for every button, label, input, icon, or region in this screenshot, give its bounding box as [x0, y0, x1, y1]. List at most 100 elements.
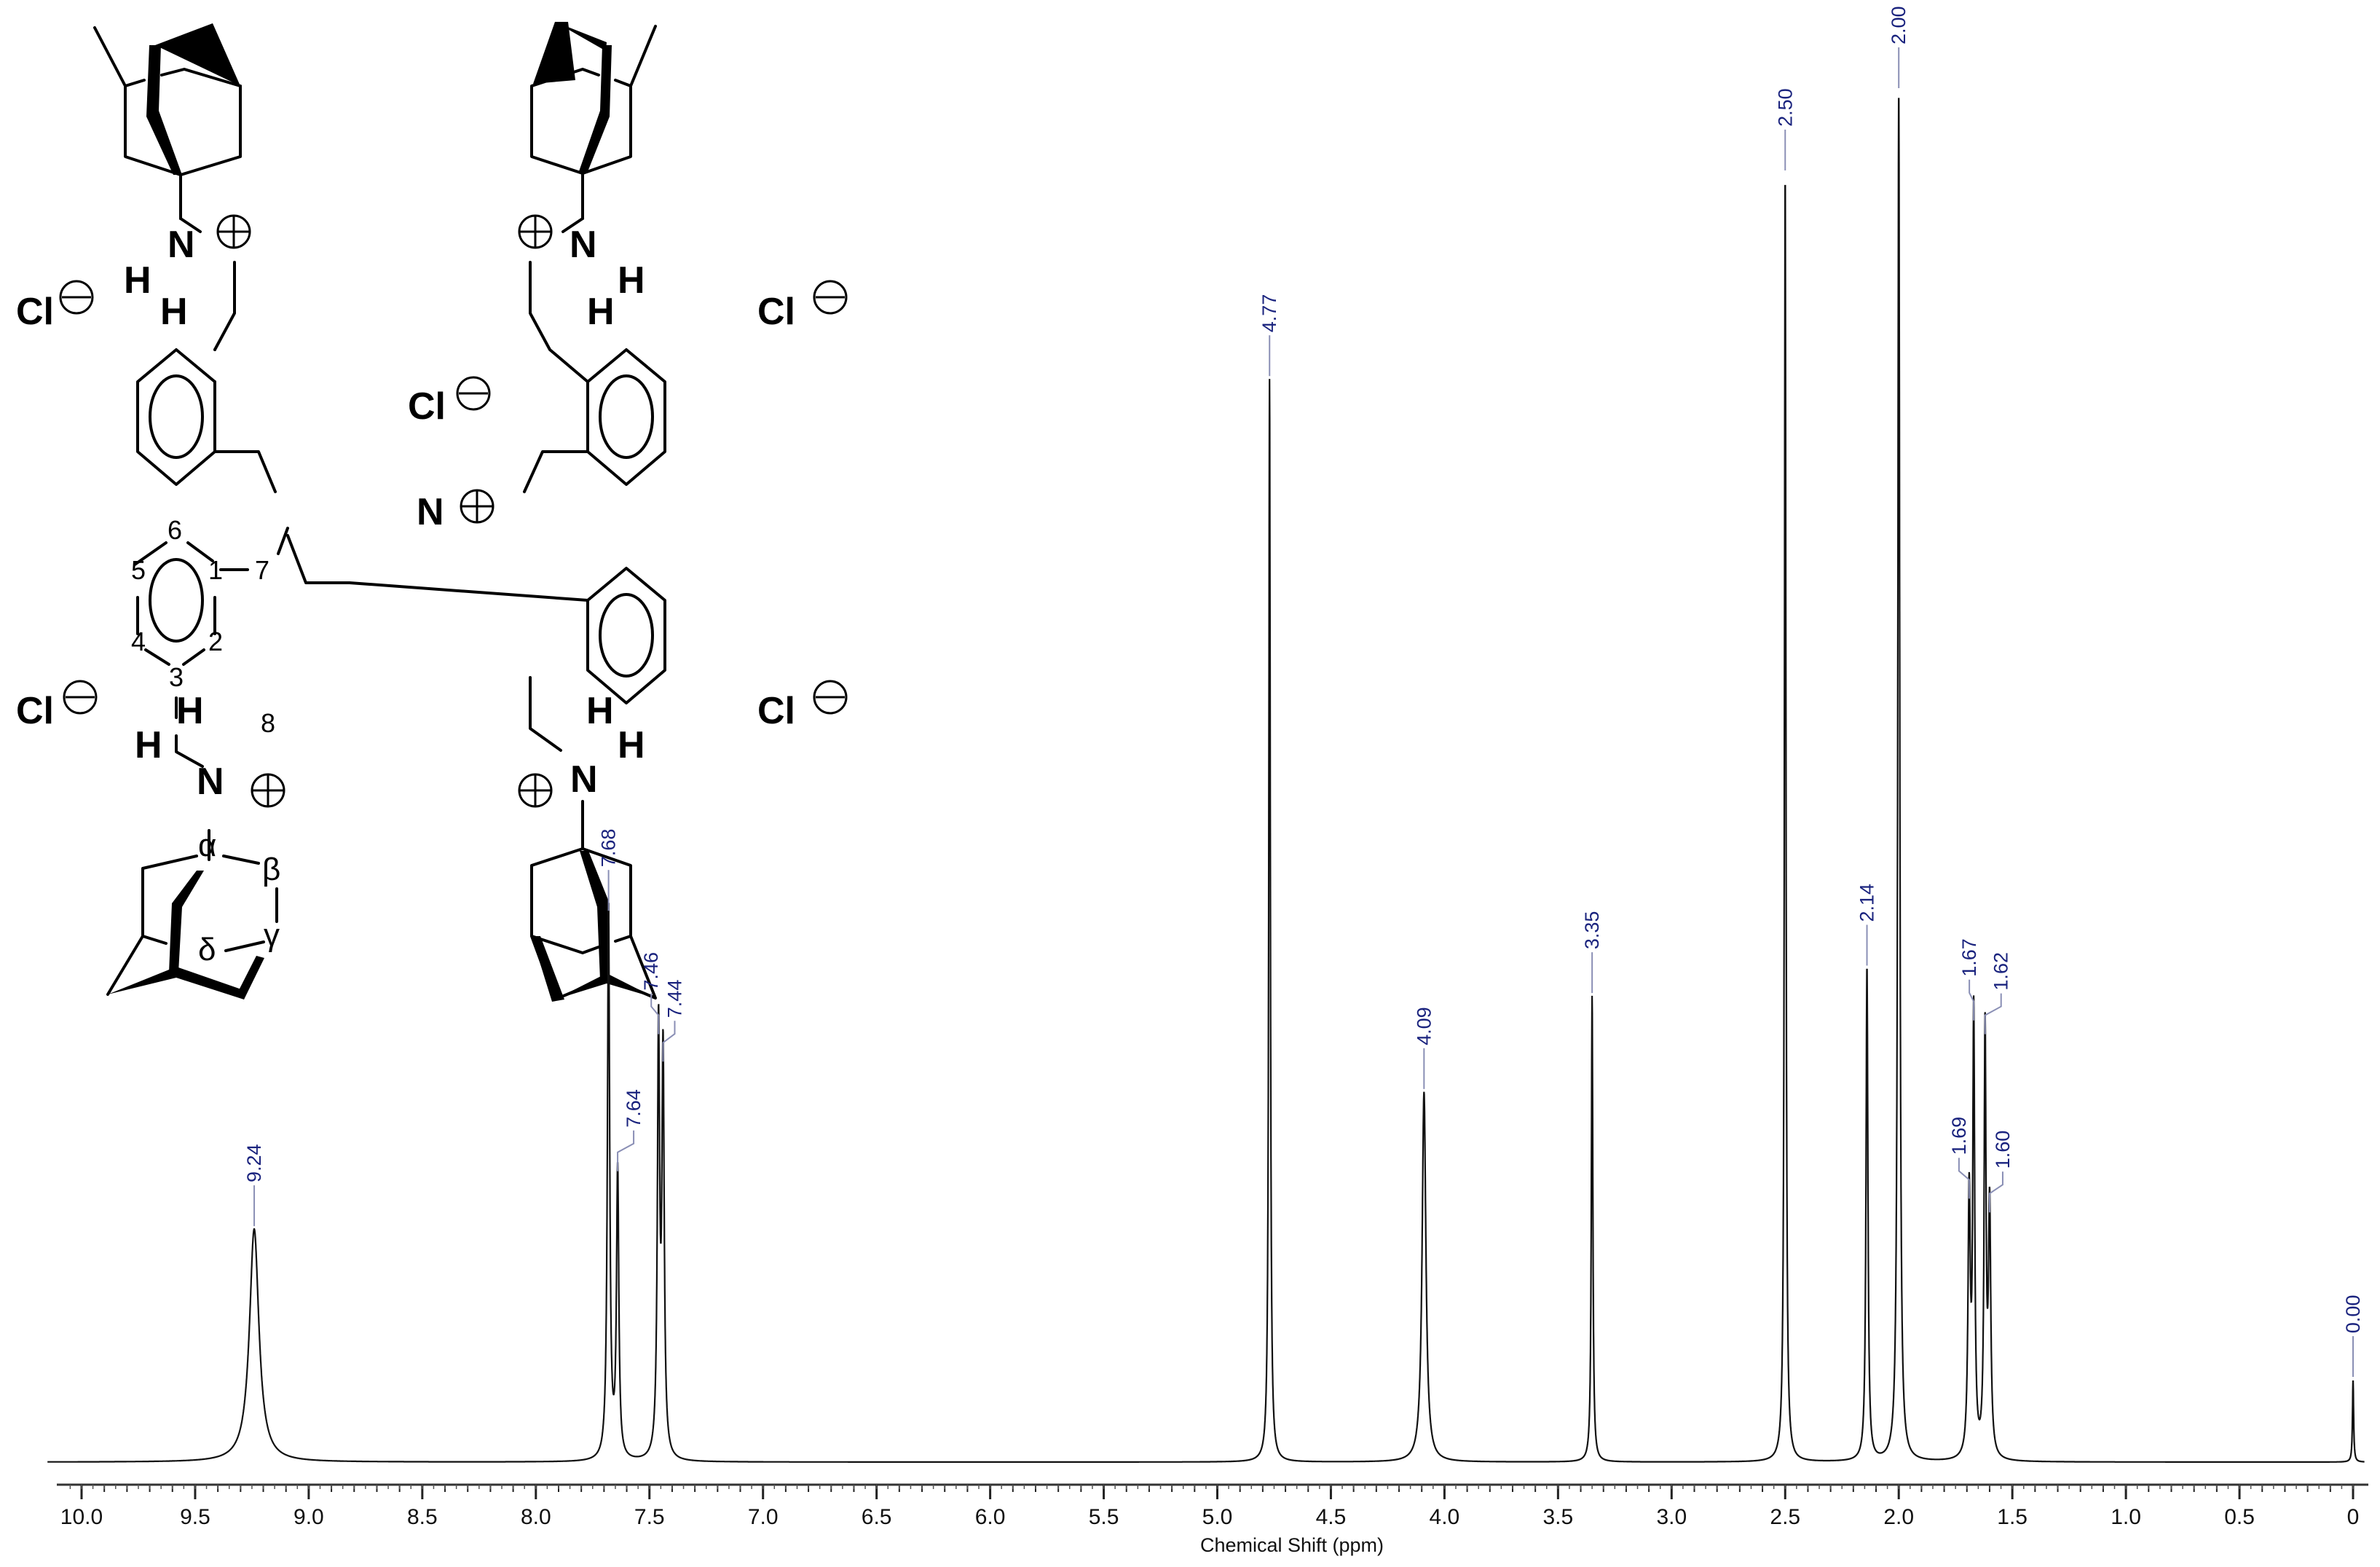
benzene-ring-bottom-right [586, 567, 666, 704]
position-7: 7 [255, 555, 269, 585]
chemical-structure [93, 22, 666, 1002]
x-tick-label: 3.0 [1656, 1505, 1687, 1529]
x-tick-label: 5.0 [1202, 1505, 1233, 1529]
x-tick-label: 3.5 [1542, 1505, 1573, 1529]
atom-h-bottom-left-2: H [135, 724, 162, 766]
adamantyl-top-left [93, 23, 242, 220]
structure-labels: N H H Cl N H H Cl N Cl [16, 214, 848, 967]
peak-leader-line [1988, 1171, 2003, 1213]
peak-leader-line [650, 993, 660, 1034]
benzene-ring-top-right [586, 348, 666, 486]
adamantyl-bottom-right [530, 800, 657, 1002]
x-tick-label: 8.5 [407, 1505, 438, 1529]
charge-minus-icon [63, 680, 98, 715]
peak-label: 7.44 [663, 980, 685, 1018]
adamantyl-top-right [530, 22, 657, 220]
peak-label: 4.77 [1258, 294, 1280, 333]
charge-plus-icon [251, 773, 285, 808]
position-6: 6 [168, 515, 182, 545]
x-tick-label: 0.5 [2224, 1505, 2255, 1529]
x-axis-title: Chemical Shift (ppm) [1200, 1534, 1384, 1556]
position-5: 5 [131, 555, 146, 585]
peak-label: 1.67 [1958, 938, 1980, 977]
benzene-ring-top-left [136, 348, 216, 486]
peak-label: 7.68 [598, 829, 620, 868]
x-tick-label: 1.5 [1997, 1505, 2028, 1529]
atom-h-top-left-2: H [160, 291, 188, 333]
x-tick-label: 2.0 [1883, 1505, 1914, 1529]
chloride-center: Cl [408, 376, 491, 428]
x-tick-label: 7.0 [748, 1505, 779, 1529]
benzene-ring-bottom-left [133, 541, 216, 666]
peak-label: 4.09 [1413, 1007, 1435, 1045]
x-tick-label: 10.0 [60, 1505, 103, 1529]
nmr-spectrum-plot: 9.247.687.647.467.444.774.093.352.502.14… [47, 6, 2365, 1463]
x-tick-label: 9.0 [293, 1505, 324, 1529]
atom-h-bottom-right-1: H [586, 690, 614, 732]
position-delta: δ [198, 932, 216, 967]
peak-label: 1.62 [1990, 952, 2012, 991]
atom-h-bottom-left-1: H [176, 690, 204, 732]
atom-h-top-left-1: H [124, 259, 151, 302]
x-tick-label: 7.5 [634, 1505, 665, 1529]
atom-h-bottom-right-2: H [618, 724, 645, 766]
peak-label: 2.14 [1856, 884, 1878, 922]
x-tick-label: 1.0 [2111, 1505, 2141, 1529]
x-tick-label: 2.5 [1770, 1505, 1800, 1529]
x-tick-label: 4.5 [1316, 1505, 1347, 1529]
charge-plus-icon [518, 214, 553, 249]
chloride-bottom-right: Cl [757, 680, 848, 732]
chloride-top-left: Cl [16, 280, 94, 333]
position-3: 3 [169, 662, 184, 692]
charge-plus-icon [216, 214, 251, 249]
peak-leader-line [1958, 1158, 1970, 1199]
chloride-top-right: Cl [757, 280, 848, 333]
position-alpha: α [198, 828, 216, 863]
spectrum-trace [47, 98, 2365, 1463]
x-tick-label: 4.0 [1430, 1505, 1460, 1529]
charge-minus-icon [813, 280, 848, 315]
atom-n-bottom-left: N [197, 761, 224, 803]
x-tick-label: 0 [2347, 1505, 2360, 1529]
atom-n-bottom-right: N [570, 758, 598, 801]
x-tick-label: 8.0 [521, 1505, 551, 1529]
atom-n-central: N [417, 491, 444, 533]
chloride-bottom-left: Cl [16, 680, 98, 732]
peak-label: 3.35 [1581, 911, 1603, 950]
peak-label: 0.00 [2342, 1295, 2364, 1334]
charge-plus-icon [518, 773, 553, 808]
svg-text:Cl: Cl [16, 291, 54, 333]
x-tick-label: 6.5 [862, 1505, 892, 1529]
atom-n-top-right: N [570, 224, 597, 266]
atom-n-top-left: N [168, 224, 195, 266]
position-1: 1 [208, 555, 223, 585]
peak-leader-line [617, 1130, 635, 1171]
x-axis-ticks [69, 1485, 2355, 1499]
svg-text:Cl: Cl [757, 291, 795, 333]
atom-h-top-right-1: H [618, 259, 645, 302]
charge-minus-icon [813, 680, 848, 715]
adamantyl-bottom-left [106, 829, 278, 999]
charge-minus-icon [456, 376, 491, 411]
peak-label: 9.24 [243, 1144, 265, 1182]
peak-leader-line [1969, 979, 1975, 1021]
peak-label: 1.69 [1948, 1117, 1970, 1155]
benzyl-linkers [175, 217, 589, 768]
x-tick-label: 9.5 [180, 1505, 210, 1529]
peak-leader-line [1984, 993, 2002, 1034]
charge-plus-icon [460, 489, 494, 524]
peak-label: 2.00 [1888, 6, 1910, 44]
position-8: 8 [261, 708, 275, 738]
peak-label: 2.50 [1774, 88, 1796, 127]
peak-label: 1.60 [1992, 1131, 2014, 1169]
peak-leader-line [662, 1021, 676, 1062]
position-gamma: γ [264, 917, 280, 953]
position-4: 4 [131, 627, 146, 656]
charge-minus-icon [59, 280, 94, 315]
position-beta: β [262, 852, 280, 887]
svg-text:Cl: Cl [408, 385, 446, 428]
x-tick-label: 5.5 [1089, 1505, 1119, 1529]
